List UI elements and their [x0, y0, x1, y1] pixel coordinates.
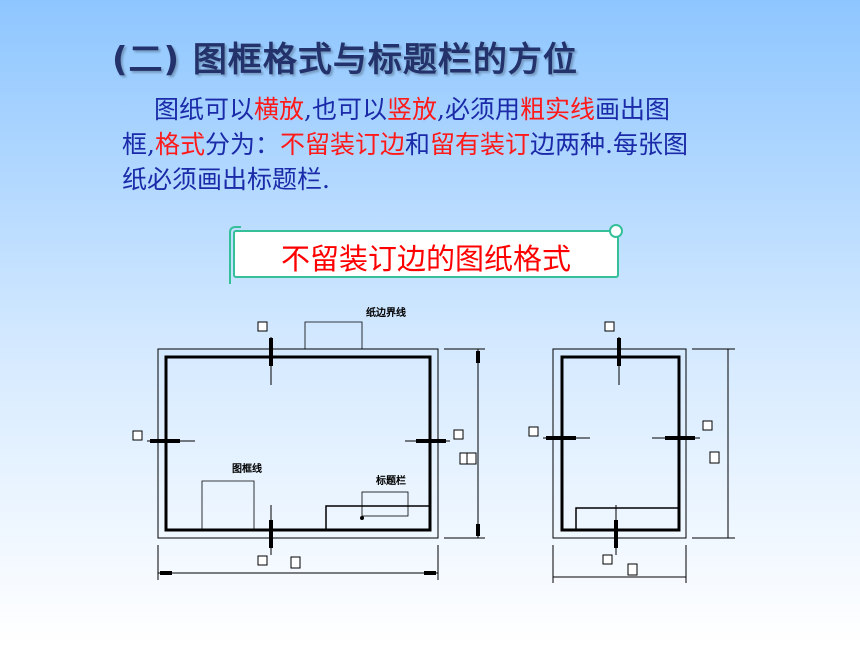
highlight-format: 格式: [154, 130, 205, 159]
frame-border: [560, 355, 681, 532]
text-segment: 图纸可以: [154, 95, 255, 124]
paragraph-line-1: 图纸可以横放,也可以竖放,必须用粗实线画出图: [122, 92, 782, 127]
text-segment: 边两种.每张图: [530, 130, 688, 159]
banner-scroll: 不留装订边的图纸格式: [229, 224, 623, 284]
highlight-vertical: 竖放: [386, 95, 437, 124]
edge-line-callout: [304, 321, 363, 349]
landscape-sheet: 标题栏 图框线 纸边界线: [132, 306, 485, 580]
title-block: [575, 507, 679, 530]
frame-border: [164, 355, 432, 532]
callout-dot: [360, 516, 364, 520]
edge-line-label: 纸边界线: [366, 306, 406, 319]
paragraph-line-2: 框,格式分为：不留装订边和留有装订边两种.每张图: [122, 127, 782, 162]
text-segment: ,也可以: [304, 95, 387, 124]
highlight-horizontal: 横放: [254, 95, 305, 124]
highlight-no-binding: 不留装订边: [279, 130, 405, 159]
banner-text: 不留装订边的图纸格式: [280, 242, 571, 276]
frame-line-label: 图框线: [232, 462, 262, 475]
scroll-curl-right: [609, 224, 623, 238]
paper-edge: [157, 348, 439, 539]
text-segment: 框,: [122, 130, 155, 159]
intro-paragraph: 图纸可以横放,也可以竖放,必须用粗实线画出图 框,格式分为：不留装订边和留有装订…: [122, 92, 782, 197]
paragraph-line-3: 纸必须画出标题栏.: [122, 162, 782, 197]
scroll-curl-left: [229, 226, 241, 284]
title-block-label: 标题栏: [375, 474, 406, 487]
text-segment: 纸必须画出标题栏.: [122, 165, 330, 194]
text-segment: ,必须用: [437, 95, 520, 124]
text-segment: 和: [405, 130, 431, 159]
title-block-callout: [361, 491, 409, 517]
page-title: (二) 图框格式与标题栏的方位: [112, 40, 578, 80]
portrait-sheet: [528, 321, 735, 583]
text-segment: 画出图: [594, 95, 670, 124]
title-block: [325, 505, 430, 530]
highlight-thick-line: 粗实线: [519, 95, 595, 124]
text-segment: 分为：: [204, 130, 280, 159]
highlight-with-binding: 留有装订: [430, 130, 531, 159]
frame-line-callout: [201, 480, 255, 530]
